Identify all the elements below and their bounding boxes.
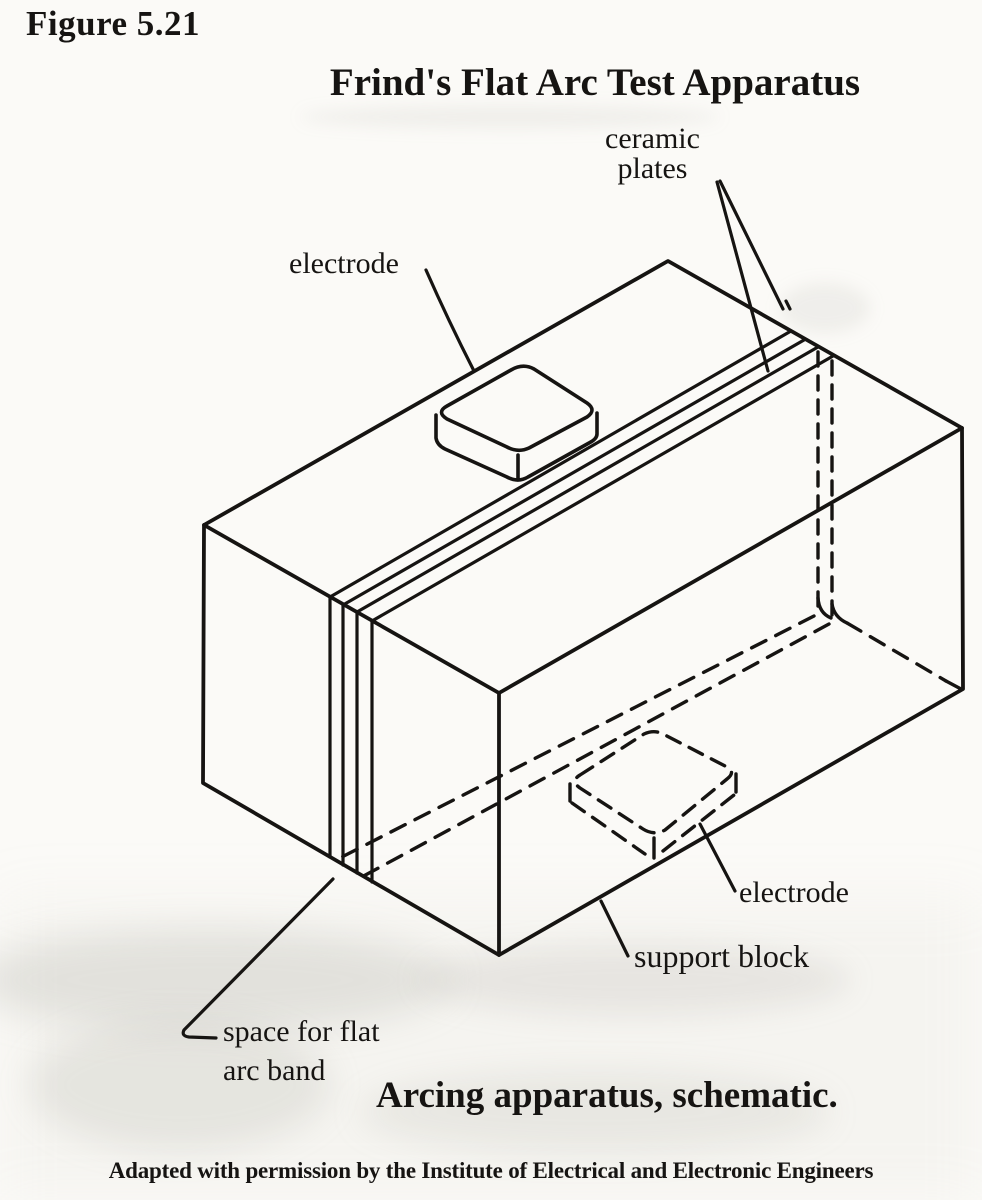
label-space-line1: space for flat <box>223 1015 380 1048</box>
hidden-edge-lines <box>332 350 963 880</box>
label-space-for-flat-arc-band: space for flat arc band <box>223 1012 443 1090</box>
label-ceramic-plates: ceramic plates <box>570 124 735 184</box>
support-block-outline <box>201 259 965 957</box>
label-space-line2: arc band <box>223 1054 326 1087</box>
label-electrode-top: electrode <box>289 247 399 280</box>
leader-line-electrode-top <box>424 268 476 373</box>
arc-band-slot-lines <box>328 595 374 884</box>
label-support-block: support block <box>634 938 810 974</box>
figure-title: Frind's Flat Arc Test Apparatus <box>329 61 861 104</box>
leader-line-electrode-bottom <box>698 822 737 893</box>
bottom-electrode-shape <box>568 730 738 860</box>
label-ceramic-plates-line2: plates <box>617 152 688 185</box>
figure-caption: Arcing apparatus, schematic. <box>376 1075 838 1116</box>
leader-line-support-block <box>599 899 630 958</box>
attribution-line: Adapted with permission by the Institute… <box>108 1158 874 1183</box>
figure-number: Figure 5.21 <box>26 4 201 43</box>
top-electrode-shape <box>434 364 599 482</box>
leader-line-ceramic-plates-right <box>718 179 785 311</box>
label-ceramic-plates-line1: ceramic <box>605 122 700 155</box>
leader-line-ceramic-plates-left <box>715 180 770 373</box>
label-electrode-bottom: electrode <box>739 876 849 909</box>
leader-line-space-for-arc-band <box>181 877 335 1040</box>
ceramic-plate-grooves <box>328 329 835 623</box>
leader-tick-ceramic-plates <box>784 299 792 311</box>
